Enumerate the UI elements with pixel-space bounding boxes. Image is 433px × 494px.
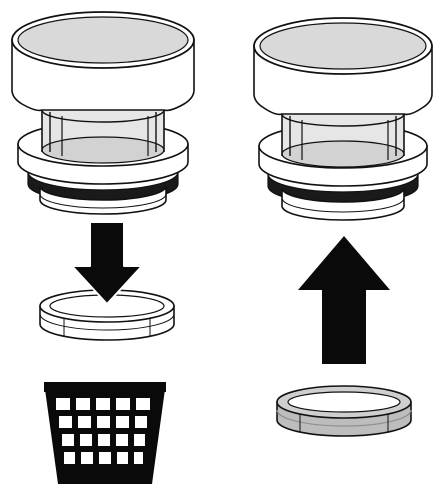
left-filter-housing	[11, 11, 195, 215]
arrow-up-icon	[298, 236, 390, 364]
grey-ring	[276, 385, 412, 437]
arrow-down-icon	[71, 221, 143, 305]
right-filter-housing	[253, 17, 433, 221]
basket-icon	[44, 382, 166, 484]
clear-ring-cap	[39, 289, 175, 341]
